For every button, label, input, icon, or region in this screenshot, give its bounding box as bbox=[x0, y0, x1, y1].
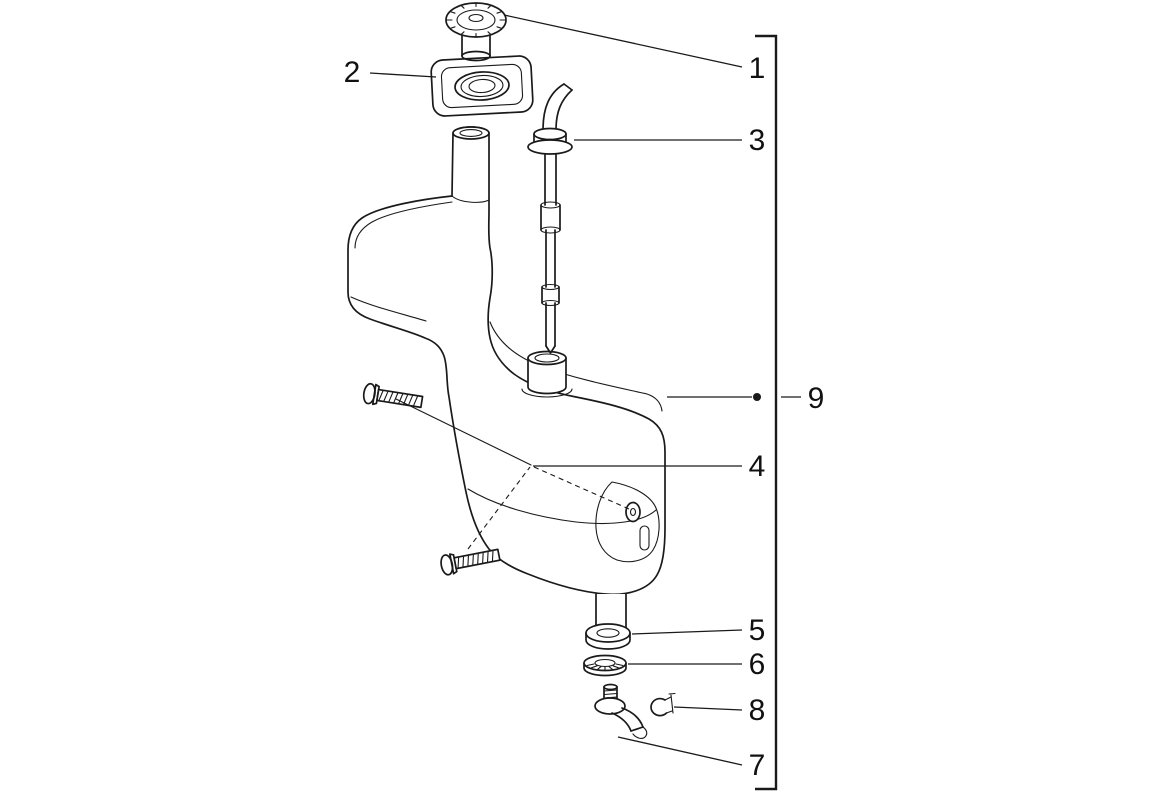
part-label-5: 5 bbox=[749, 614, 766, 647]
part-label-3: 3 bbox=[749, 124, 766, 157]
oil-tank bbox=[347, 126, 666, 633]
serrated-washer bbox=[583, 654, 627, 677]
part-label-2: 2 bbox=[344, 56, 361, 89]
assembly-dot bbox=[753, 393, 761, 401]
filler-neck-gasket bbox=[430, 55, 534, 117]
part-label-4: 4 bbox=[749, 450, 766, 483]
part-label-6: 6 bbox=[749, 648, 766, 681]
mounting-hole bbox=[625, 501, 641, 523]
grommet-washer bbox=[585, 623, 631, 650]
screw-alignment-line bbox=[395, 398, 532, 466]
screw-alignment-dash-lower bbox=[467, 466, 531, 550]
dipstick bbox=[527, 83, 573, 354]
filler-cap bbox=[445, 2, 507, 62]
part-label-8: 8 bbox=[749, 694, 766, 727]
hose-clamp bbox=[650, 692, 676, 717]
mounting-screw-lower bbox=[440, 548, 501, 576]
part-label-9: 9 bbox=[808, 382, 825, 415]
part-label-7: 7 bbox=[749, 749, 766, 782]
mounting-screw-upper bbox=[362, 382, 424, 409]
leader-lines bbox=[369, 14, 761, 766]
assembly-bracket bbox=[755, 34, 801, 791]
outlet-elbow-fitting bbox=[594, 683, 648, 739]
part-label-1: 1 bbox=[749, 52, 766, 85]
